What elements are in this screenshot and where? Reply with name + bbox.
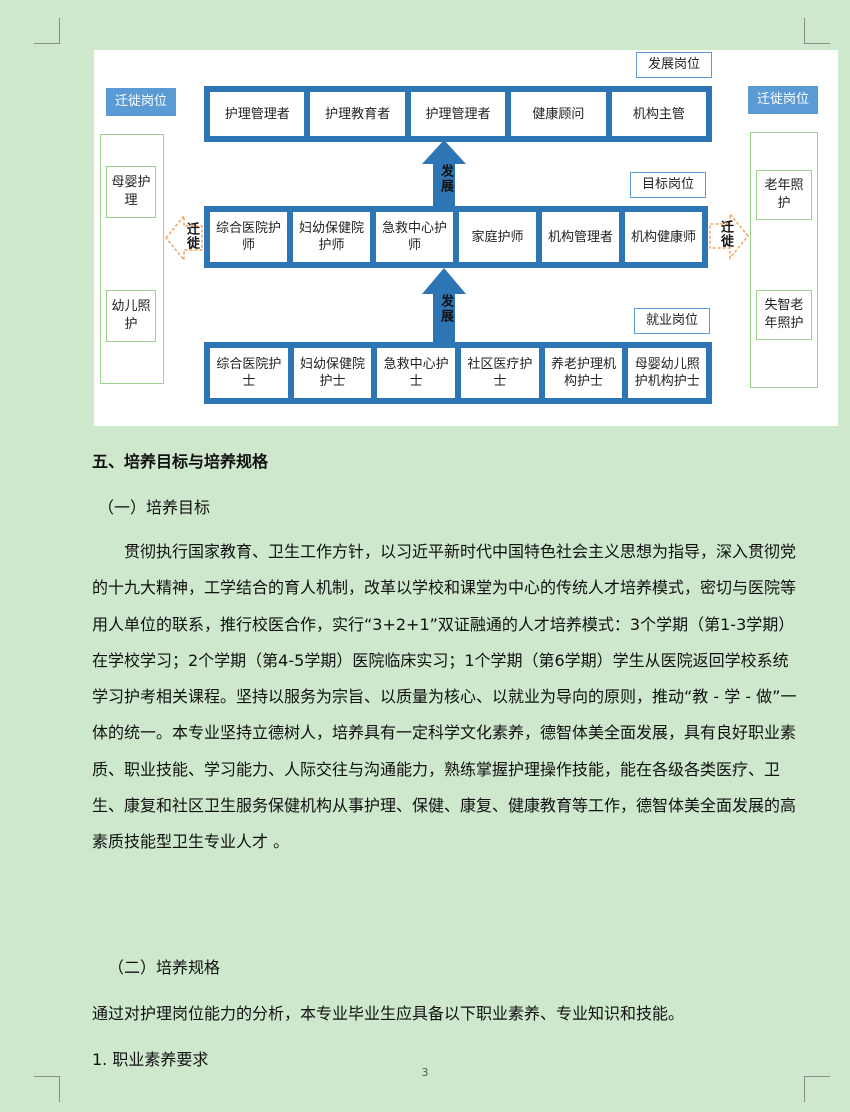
top-row-cell: 健康顾问: [511, 92, 606, 136]
career-path-diagram: 发展岗位 目标岗位 就业岗位 迁徙岗位 迁徙岗位 母婴护理 幼儿照护 老年照护 …: [94, 50, 838, 426]
left-arrow-icon: [165, 213, 203, 263]
target-label: 目标岗位: [630, 172, 706, 198]
up-arrow-icon: [422, 268, 466, 346]
page-corner-mark: [34, 1076, 60, 1102]
page-corner-mark: [804, 1076, 830, 1102]
up-arrow-label: 发展: [438, 294, 453, 324]
section-title: 五、培养目标与培养规格: [92, 452, 269, 471]
up-arrow-icon: [422, 140, 466, 208]
right-arrow-icon: [709, 211, 749, 261]
page-corner-mark: [804, 18, 830, 44]
middle-row-cell: 妇幼保健院护师: [293, 212, 370, 262]
page-corner-mark: [34, 18, 60, 44]
subsection-title-2: （二）培养规格: [108, 958, 221, 977]
list-item-1: 1. 职业素养要求: [92, 1050, 209, 1069]
bottom-row-cell: 综合医院护士: [210, 348, 288, 398]
page-number: 3: [421, 1066, 429, 1079]
up-arrow-label: 发展: [438, 164, 453, 194]
bottom-row-bar: 综合医院护士 妇幼保健院护士 急救中心护士 社区医疗护士 养老护理机构护士 母婴…: [204, 342, 712, 404]
middle-row-cell: 机构管理者: [542, 212, 619, 262]
top-row-bar: 护理管理者 护理教育者 护理管理者 健康顾问 机构主管: [204, 86, 712, 142]
left-item-1: 母婴护理: [106, 166, 156, 218]
bottom-row-cell: 社区医疗护士: [461, 348, 539, 398]
subsection-title-1: （一）培养目标: [98, 498, 211, 517]
bottom-row-cell: 养老护理机构护士: [544, 348, 623, 398]
top-row-cell: 护理管理者: [410, 92, 506, 136]
bottom-row-cell: 妇幼保健院护士: [293, 348, 372, 398]
middle-row-cell: 综合医院护师: [210, 212, 287, 262]
bottom-row-cell: 急救中心护士: [377, 348, 456, 398]
top-row-cell: 护理教育者: [310, 92, 405, 136]
migrate-right-tag: 迁徙岗位: [748, 86, 818, 114]
development-label: 发展岗位: [636, 52, 712, 78]
right-item-2: 失智老年照护: [756, 290, 812, 340]
paragraph-training-goals: 贯彻执行国家教育、卫生工作方针，以习近平新时代中国特色社会主义思想为指导，深入贯…: [92, 534, 800, 861]
right-item-1: 老年照护: [756, 170, 812, 220]
paragraph-specs: 通过对护理岗位能力的分析，本专业毕业生应具备以下职业素养、专业知识和技能。: [92, 1004, 685, 1023]
right-arrow-label: 迁徙: [718, 220, 733, 248]
employment-label: 就业岗位: [634, 308, 710, 334]
middle-row-bar: 综合医院护师 妇幼保健院护师 急救中心护师 家庭护师 机构管理者 机构健康师: [204, 206, 708, 268]
paragraph-text: 贯彻执行国家教育、卫生工作方针，以习近平新时代中国特色社会主义思想为指导，深入贯…: [92, 542, 797, 852]
middle-row-cell: 急救中心护师: [376, 212, 453, 262]
bottom-row-cell: 母婴幼儿照护机构护士: [628, 348, 707, 398]
top-row-cell: 护理管理者: [210, 92, 305, 136]
top-row-cell: 机构主管: [611, 92, 707, 136]
migrate-left-tag: 迁徙岗位: [106, 88, 176, 116]
left-item-2: 幼儿照护: [106, 290, 156, 342]
middle-row-cell: 机构健康师: [625, 212, 702, 262]
left-arrow-label: 迁徙: [184, 222, 199, 250]
middle-row-cell: 家庭护师: [459, 212, 536, 262]
